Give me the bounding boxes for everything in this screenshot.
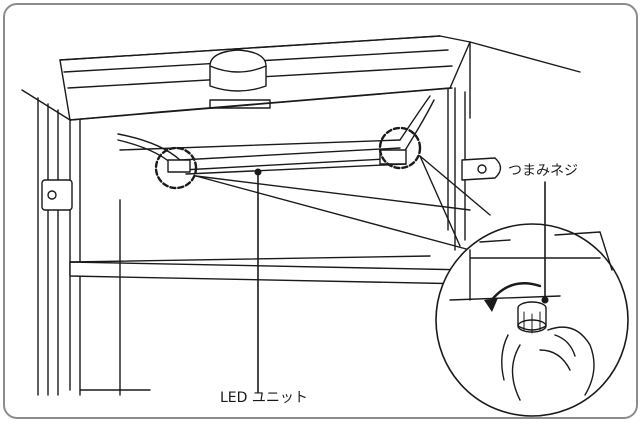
left-post xyxy=(21,89,81,396)
magnified-detail xyxy=(435,223,629,417)
lower-frame xyxy=(79,199,151,396)
shelf xyxy=(69,255,471,285)
knob-screw-label: つまみネジ xyxy=(508,163,578,179)
led-unit-label: LED ユニット xyxy=(220,390,308,406)
leader-lines xyxy=(254,168,549,393)
led-unit-bar xyxy=(117,95,435,175)
attachment-point-markers xyxy=(154,126,422,190)
curved-arrow-icon xyxy=(488,282,542,304)
top-header-frame xyxy=(59,35,471,121)
zoom-callout-wedge xyxy=(195,155,491,251)
right-post xyxy=(447,41,581,251)
